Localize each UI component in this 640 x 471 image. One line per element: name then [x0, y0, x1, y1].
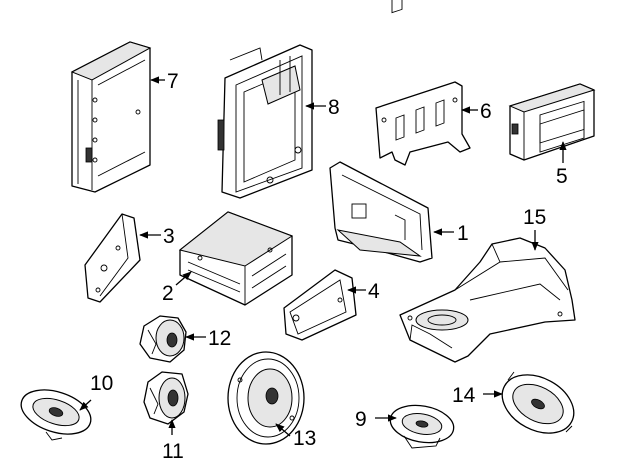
part-11-tweeter — [143, 371, 189, 425]
part-4-angled-bracket — [283, 269, 357, 341]
callout-7: 7 — [167, 70, 179, 93]
callout-15: 15 — [523, 206, 546, 229]
callout-10: 10 — [90, 372, 113, 395]
part-5-small-module — [508, 83, 596, 161]
callout-13: 13 — [293, 427, 316, 450]
callout-3: 3 — [163, 225, 175, 248]
callout-8: 8 — [328, 96, 340, 119]
part-10-oval-speaker — [20, 389, 92, 441]
leader-2 — [175, 271, 192, 286]
leader-10 — [79, 399, 92, 411]
part-3-angled-bracket — [84, 213, 141, 303]
callout-labels: 7 8 6 5 1 15 3 2 4 12 10 11 13 9 14 — [90, 70, 568, 463]
part-9-oval-speaker — [389, 404, 455, 449]
part-12-tweeter — [139, 315, 187, 363]
part-7-control-module — [70, 41, 152, 193]
callout-5: 5 — [556, 165, 568, 188]
part-2-amplifier — [178, 211, 294, 306]
part-13-large-speaker — [227, 351, 305, 445]
callout-4: 4 — [368, 280, 380, 303]
callout-11: 11 — [162, 440, 184, 463]
part-14-oval-speaker — [501, 371, 575, 434]
part-6-flat-bracket — [375, 0, 471, 166]
callout-6: 6 — [480, 100, 492, 123]
part-1-tray-bracket — [329, 161, 433, 263]
callout-12: 12 — [208, 327, 231, 350]
leader-lines — [79, 76, 567, 437]
callout-2: 2 — [162, 282, 174, 305]
callout-9: 9 — [355, 408, 367, 431]
part-8-module-bracket — [217, 44, 313, 199]
part-15-subwoofer-enclosure — [399, 237, 576, 363]
callout-14: 14 — [452, 384, 476, 407]
leader-13 — [275, 423, 291, 437]
callout-1: 1 — [457, 222, 469, 245]
